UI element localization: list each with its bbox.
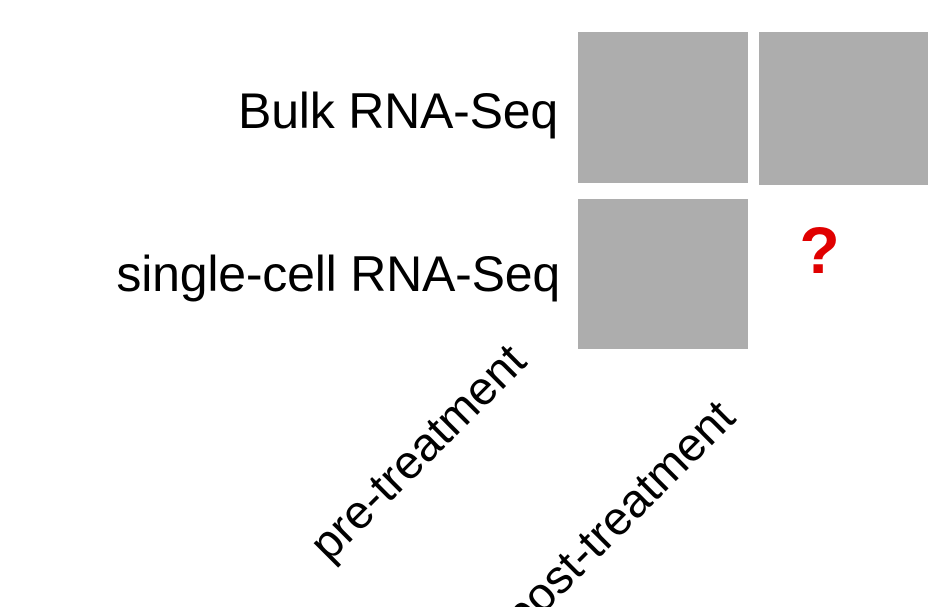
- cell-single-cell-rna-seq-pre-treatment: [578, 199, 748, 349]
- row-label-bulk-rna-seq: Bulk RNA-Seq: [238, 83, 558, 139]
- row-label-single-cell-rna-seq: single-cell RNA-Seq: [116, 246, 560, 302]
- column-label-post-treatment: post-treatment: [492, 389, 745, 607]
- missing-data-container: ?: [759, 199, 928, 349]
- column-label-pre-treatment: pre-treatment: [298, 333, 536, 571]
- cell-bulk-rna-seq-post-treatment: [759, 32, 928, 185]
- question-mark-icon: ?: [799, 213, 840, 287]
- cell-bulk-rna-seq-pre-treatment: [578, 32, 748, 183]
